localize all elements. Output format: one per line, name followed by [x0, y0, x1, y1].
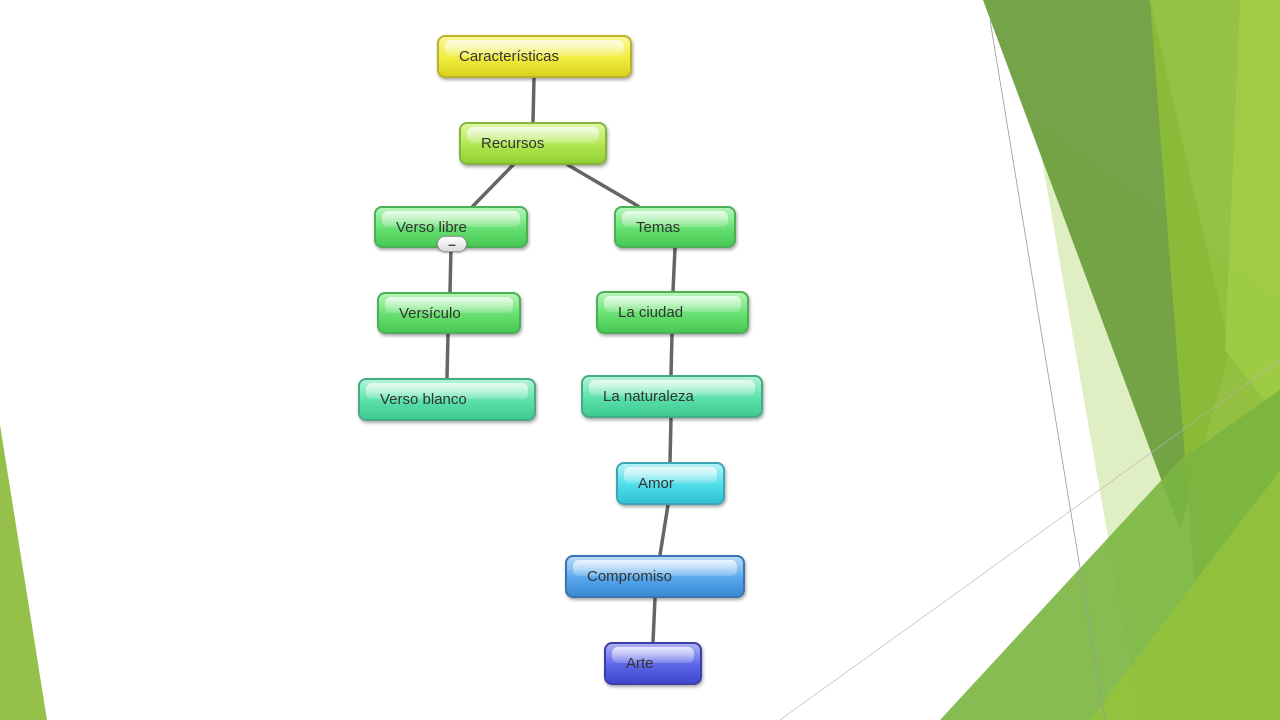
connector-recursos-temas	[566, 163, 640, 208]
node-temas[interactable]: Temas	[614, 206, 736, 248]
bottom-green-triangle-light	[1090, 470, 1280, 720]
connector-temas-la-ciudad	[671, 246, 677, 293]
collapse-button[interactable]: –	[437, 236, 467, 252]
node-arte-label: Arte	[626, 655, 654, 672]
node-compromiso[interactable]: Compromiso	[565, 555, 745, 598]
node-versiculo-label: Versículo	[399, 304, 461, 322]
connector-verso-libre-versiculo	[448, 246, 453, 294]
node-la-naturaleza-label: La naturaleza	[603, 388, 694, 405]
thin-diagonal-line-2	[779, 359, 1280, 720]
node-verso-blanco-label: Verso blanco	[380, 391, 467, 408]
node-compromiso-label: Compromiso	[587, 568, 673, 585]
connector-compromiso-arte	[651, 596, 657, 644]
node-arte[interactable]: Arte	[604, 642, 702, 685]
minus-icon: –	[448, 236, 456, 252]
node-amor[interactable]: Amor	[616, 462, 725, 505]
connector-caracteristicas-recursos	[531, 76, 536, 124]
node-verso-blanco[interactable]: Verso blanco	[358, 378, 536, 421]
connector-la-naturaleza-amor	[668, 416, 673, 464]
node-recursos-label: Recursos	[481, 135, 545, 152]
node-amor-label: Amor	[638, 475, 674, 492]
node-verso-libre-label: Verso libre	[396, 218, 467, 236]
node-temas-label: Temas	[636, 218, 681, 236]
node-caracteristicas[interactable]: Características	[437, 35, 632, 78]
node-la-naturaleza[interactable]: La naturaleza	[581, 375, 763, 418]
node-la-ciudad-label: La ciudad	[618, 304, 684, 321]
node-versiculo[interactable]: Versículo	[377, 292, 521, 334]
node-la-ciudad[interactable]: La ciudad	[596, 291, 749, 334]
right-green-shape-bright	[1225, 0, 1280, 420]
node-caracteristicas-label: Características	[459, 48, 560, 65]
connector-versiculo-verso-blanco	[445, 332, 450, 380]
left-green-stripe	[0, 425, 47, 720]
connector-amor-compromiso	[658, 503, 670, 557]
node-recursos[interactable]: Recursos	[459, 122, 607, 165]
thin-diagonal-line	[989, 19, 1106, 720]
connector-recursos-verso-libre	[471, 163, 515, 208]
connector-la-ciudad-la-naturaleza	[669, 332, 674, 377]
